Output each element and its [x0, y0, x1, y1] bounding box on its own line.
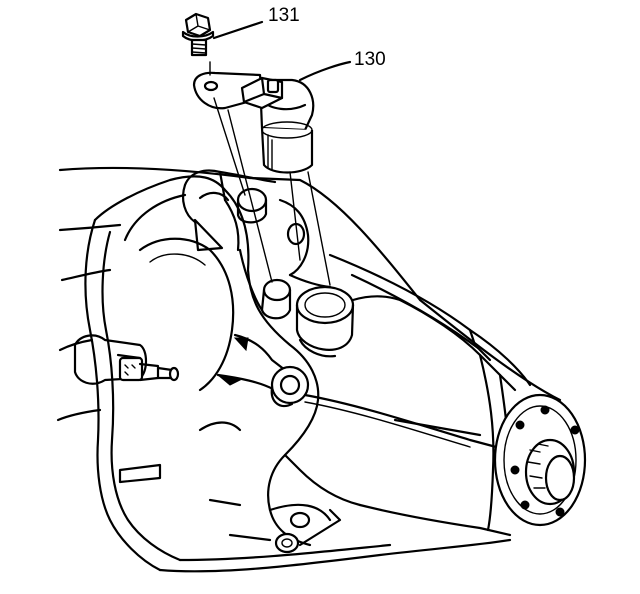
extension-housing — [328, 253, 587, 537]
transmission-case — [56, 166, 562, 573]
shift-lever-pivot — [216, 333, 502, 450]
speed-sensor-part — [192, 71, 315, 174]
alignment-lines — [209, 61, 331, 286]
callout-leader-131 — [212, 20, 264, 40]
callout-label-130: 130 — [354, 49, 386, 70]
callout-label-131: 131 — [268, 5, 300, 26]
bolt-part — [181, 12, 215, 57]
sensor-mount-boss — [181, 169, 402, 358]
cooler-line-fitting — [73, 334, 180, 385]
callout-leader-130 — [298, 60, 352, 82]
